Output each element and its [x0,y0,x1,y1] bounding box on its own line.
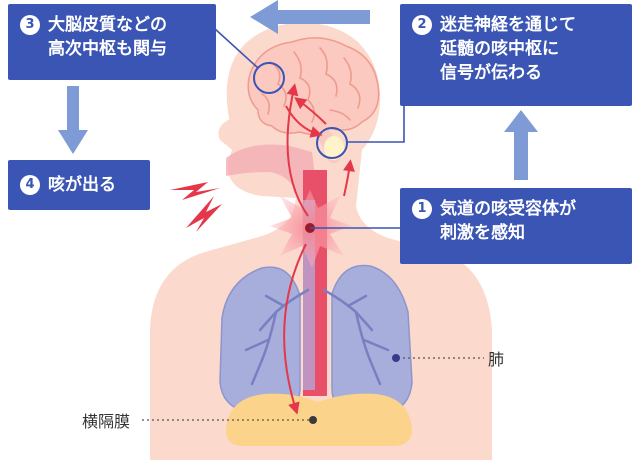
step-2-number: 2 [412,15,432,35]
medulla-highlight [316,127,348,159]
diaphragm [226,393,412,446]
arrow-cortex-to-medulla [285,105,323,138]
arrow-up-to-medulla [343,159,355,197]
arrow-medulla-to-cortex [294,97,327,125]
lungs [219,264,413,415]
cerebral-cortex-highlight [253,62,285,94]
connector-lines [213,27,405,229]
leader-lines [142,357,484,421]
arrow-up-icon [504,110,538,180]
step-4-number: 4 [20,175,40,195]
step-1-callout: 1 気道の咳受容体が 刺激を感知 [400,188,632,264]
step-1-line-2: 刺激を感知 [440,223,525,243]
step-4-line-1: 咳が出る [48,175,116,195]
step-2-line-1: 迷走神経を通じて [440,15,576,35]
arrow-left-icon [250,0,370,34]
lungs-point [392,354,400,362]
arrow-down-icon [58,86,88,154]
brain [247,37,380,163]
step-1-number: 1 [412,199,432,219]
step-3-callout: 3 大脳皮質などの 高次中枢も関与 [8,4,216,80]
step-2-callout: 2 迷走神経を通じて 延髄の咳中枢に 信号が伝わる [400,4,632,106]
step-1-line-1: 気道の咳受容体が [440,199,576,219]
arrow-to-brain [286,83,309,217]
step-3-number: 3 [20,15,40,35]
step-2-line-2: 延髄の咳中枢に [440,39,559,59]
flow-arrows [58,0,538,180]
step-2-line-3: 信号が伝わる [440,63,542,83]
step-3-line-1: 大脳皮質などの [48,15,167,35]
lungs-label: 肺 [488,350,505,369]
step-4-callout: 4 咳が出る [8,160,150,210]
airway [226,144,318,290]
signal-arrows [283,83,355,415]
arrow-to-diaphragm [283,243,307,415]
diaphragm-label: 横隔膜 [82,412,131,431]
cough-burst-icon [170,182,222,232]
step-3-line-2: 高次中枢も関与 [48,39,167,59]
diaphragm-point [309,416,317,424]
